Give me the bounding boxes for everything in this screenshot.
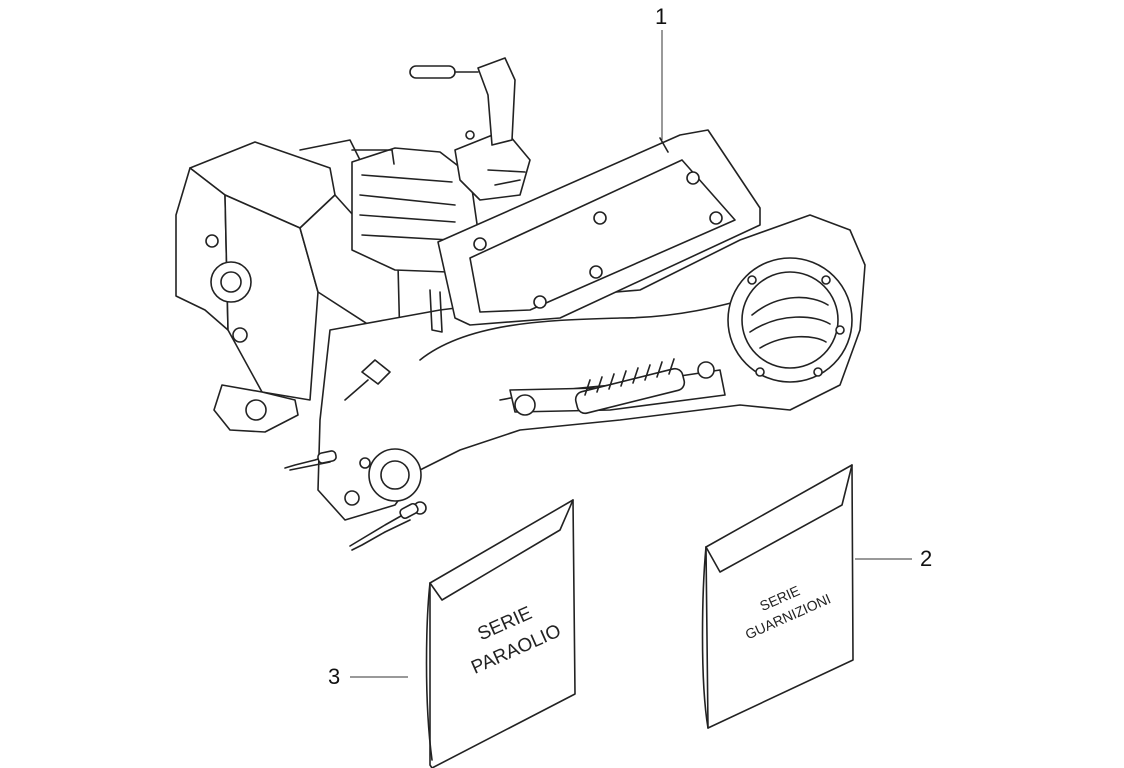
callout-label: 3	[328, 664, 340, 689]
carburetor	[409, 57, 531, 201]
transmission-cover	[317, 214, 866, 521]
oil-seal-kit-envelope: SERIE PARAOLIO	[425, 499, 576, 768]
callout-1: 1	[655, 4, 667, 140]
callout-label: 1	[655, 4, 667, 29]
engine-mount	[213, 289, 443, 433]
callout-2: 2	[855, 546, 932, 571]
callout-3: 3	[328, 664, 408, 689]
cylinder-shroud	[175, 139, 401, 401]
engine-assembly	[175, 57, 866, 551]
gasket-kit-envelope: SERIE GUARNIZIONI	[701, 464, 854, 729]
cables	[284, 359, 419, 551]
air-filter-box	[437, 129, 761, 326]
callout-label: 2	[920, 546, 932, 571]
